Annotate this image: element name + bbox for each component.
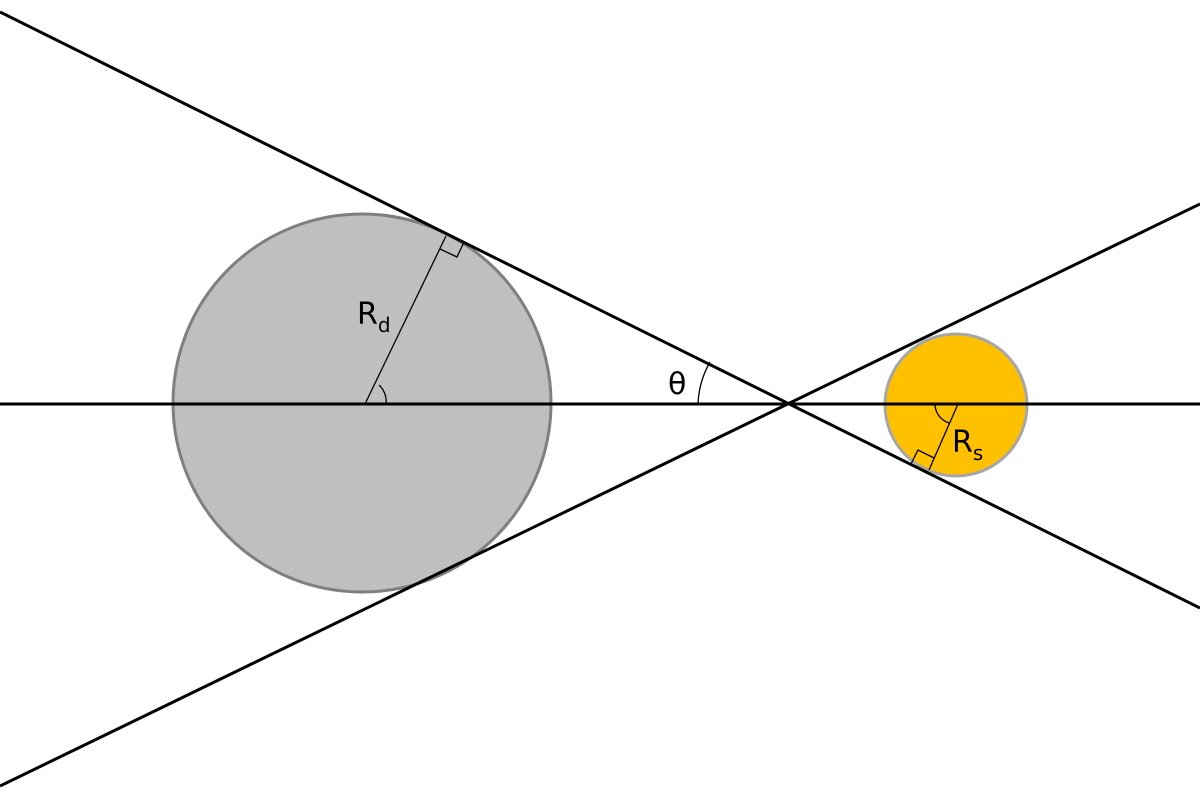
right-angle-marker-large — [439, 241, 465, 258]
angle-arc-small — [934, 403, 950, 424]
label-rs: Rs — [952, 425, 983, 465]
right-angle-marker-small — [910, 449, 935, 465]
theta-arc — [697, 361, 711, 405]
radius-line-small — [928, 403, 959, 471]
label-rd: Rd — [357, 297, 391, 337]
ascending-tangent-line — [0, 202, 1200, 788]
angle-arc-large — [378, 384, 387, 405]
radius-line-large — [364, 235, 447, 405]
descending-tangent-line — [0, 10, 1200, 610]
label-theta: θ — [668, 367, 686, 402]
